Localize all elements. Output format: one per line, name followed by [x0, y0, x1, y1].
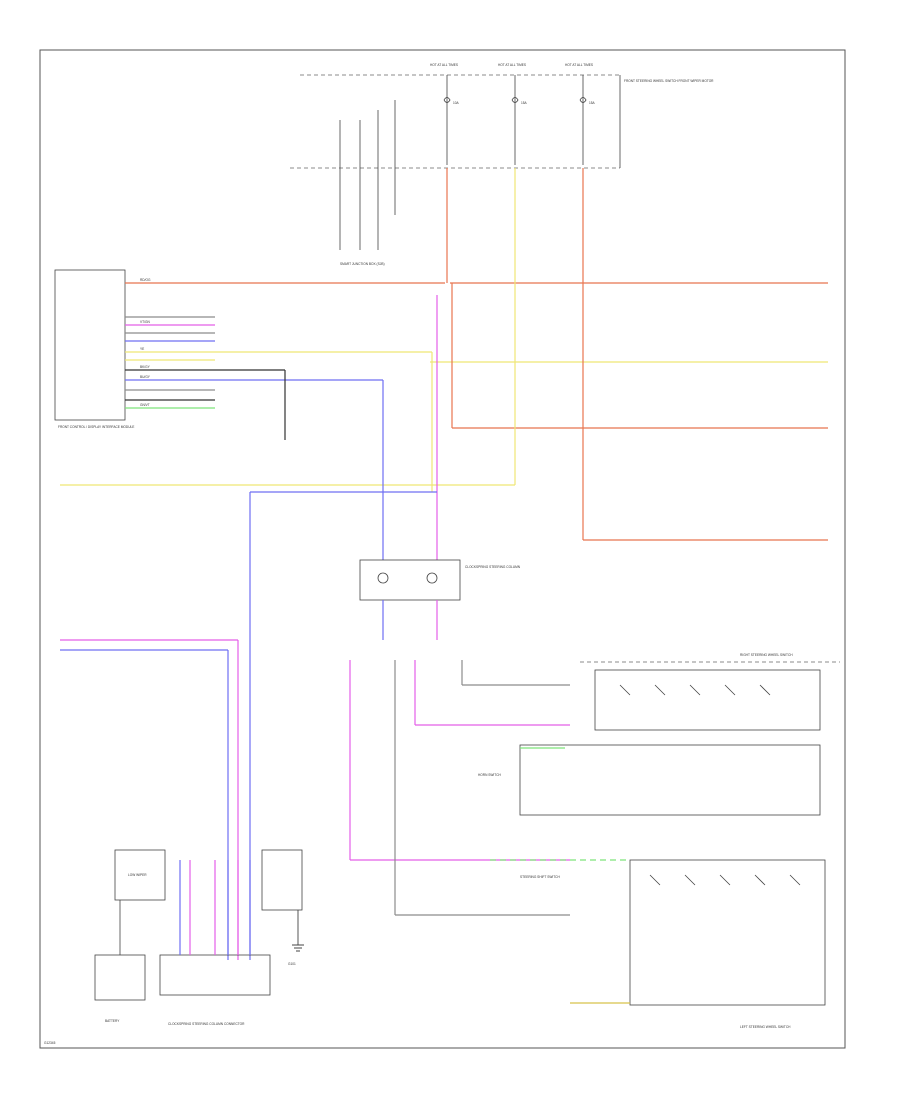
clockspring-coil-left — [377, 572, 389, 584]
clockspring-connector-label: CLOCKSPRING STEERING COLUMN CONNECTOR — [168, 1022, 245, 1026]
sjb-name: SMART JUNCTION BOX (SJB) — [340, 262, 385, 266]
left-lower-wires — [60, 639, 239, 960]
diagram-code: G12345 — [44, 1041, 56, 1045]
sjb-connector-stubs — [339, 100, 396, 250]
ground-symbol — [292, 944, 304, 952]
fuse-feeds — [60, 168, 516, 492]
horn-switch-section — [519, 744, 821, 816]
clockspring-connector — [159, 954, 271, 996]
battery-box — [94, 954, 146, 1001]
svg-text:15A: 15A — [589, 101, 596, 105]
sjb-note: FRONT STEERING WHEEL SWITCH FRONT WIPER … — [624, 79, 714, 83]
battery-label: BATTERY — [105, 1019, 120, 1023]
diagram-frame — [39, 49, 846, 1049]
left-steering-switch — [629, 859, 826, 1006]
wire-legend: RD/OG BU/GY VT/GN YE GN/VT BK/GY — [140, 278, 151, 407]
horn-switch-label: HORN SWITCH — [478, 773, 502, 777]
low-wiper-box — [114, 849, 166, 901]
right-steering-switch-label: RIGHT STEERING WHEEL SWITCH — [740, 653, 793, 657]
wire-label-4: GN/VT — [140, 403, 150, 407]
right-edge-wires — [430, 168, 828, 541]
wire-label-3: YE — [140, 347, 144, 351]
low-wiper-label: LOW WIPER — [128, 873, 147, 877]
clockspring-label: CLOCKSPRING STEERING COLUMN — [465, 565, 521, 569]
bus-label-1: HOT AT ALL TIMES — [430, 63, 458, 67]
module-wires — [125, 282, 445, 409]
wire-label-0: RD/OG — [140, 278, 151, 282]
clockspring — [359, 559, 461, 601]
wire-label-2: VT/GN — [140, 320, 150, 324]
svg-text:10A: 10A — [453, 101, 460, 105]
ground-label: G101 — [288, 962, 296, 966]
connector-pins — [179, 860, 251, 955]
steering-shift-label: STEERING SHIFT SWITCH — [520, 875, 560, 879]
left-steering-switch-label: LEFT STEERING WHEEL SWITCH — [740, 1025, 791, 1029]
right-steering-switch — [594, 669, 821, 731]
fuse-2: 15A — [511, 75, 528, 165]
front-control-module — [54, 269, 126, 421]
fuse-3: 15A — [579, 75, 596, 165]
clockspring-outputs — [349, 600, 570, 916]
wire-label-1: BU/GY — [140, 375, 151, 379]
front-control-module-label: FRONT CONTROL / DISPLAY INTERFACE MODULE — [58, 425, 134, 429]
bus-label-3: HOT AT ALL TIMES — [565, 63, 593, 67]
left-switch-contacts — [649, 874, 801, 886]
clockspring-coil-right — [426, 572, 438, 584]
right-switch-contacts — [619, 684, 771, 696]
bus-label-2: HOT AT ALL TIMES — [498, 63, 526, 67]
fuse-1: 10A — [443, 75, 460, 165]
wire-label-5: BK/GY — [140, 365, 151, 369]
ground-box — [261, 849, 303, 911]
svg-text:15A: 15A — [521, 101, 528, 105]
